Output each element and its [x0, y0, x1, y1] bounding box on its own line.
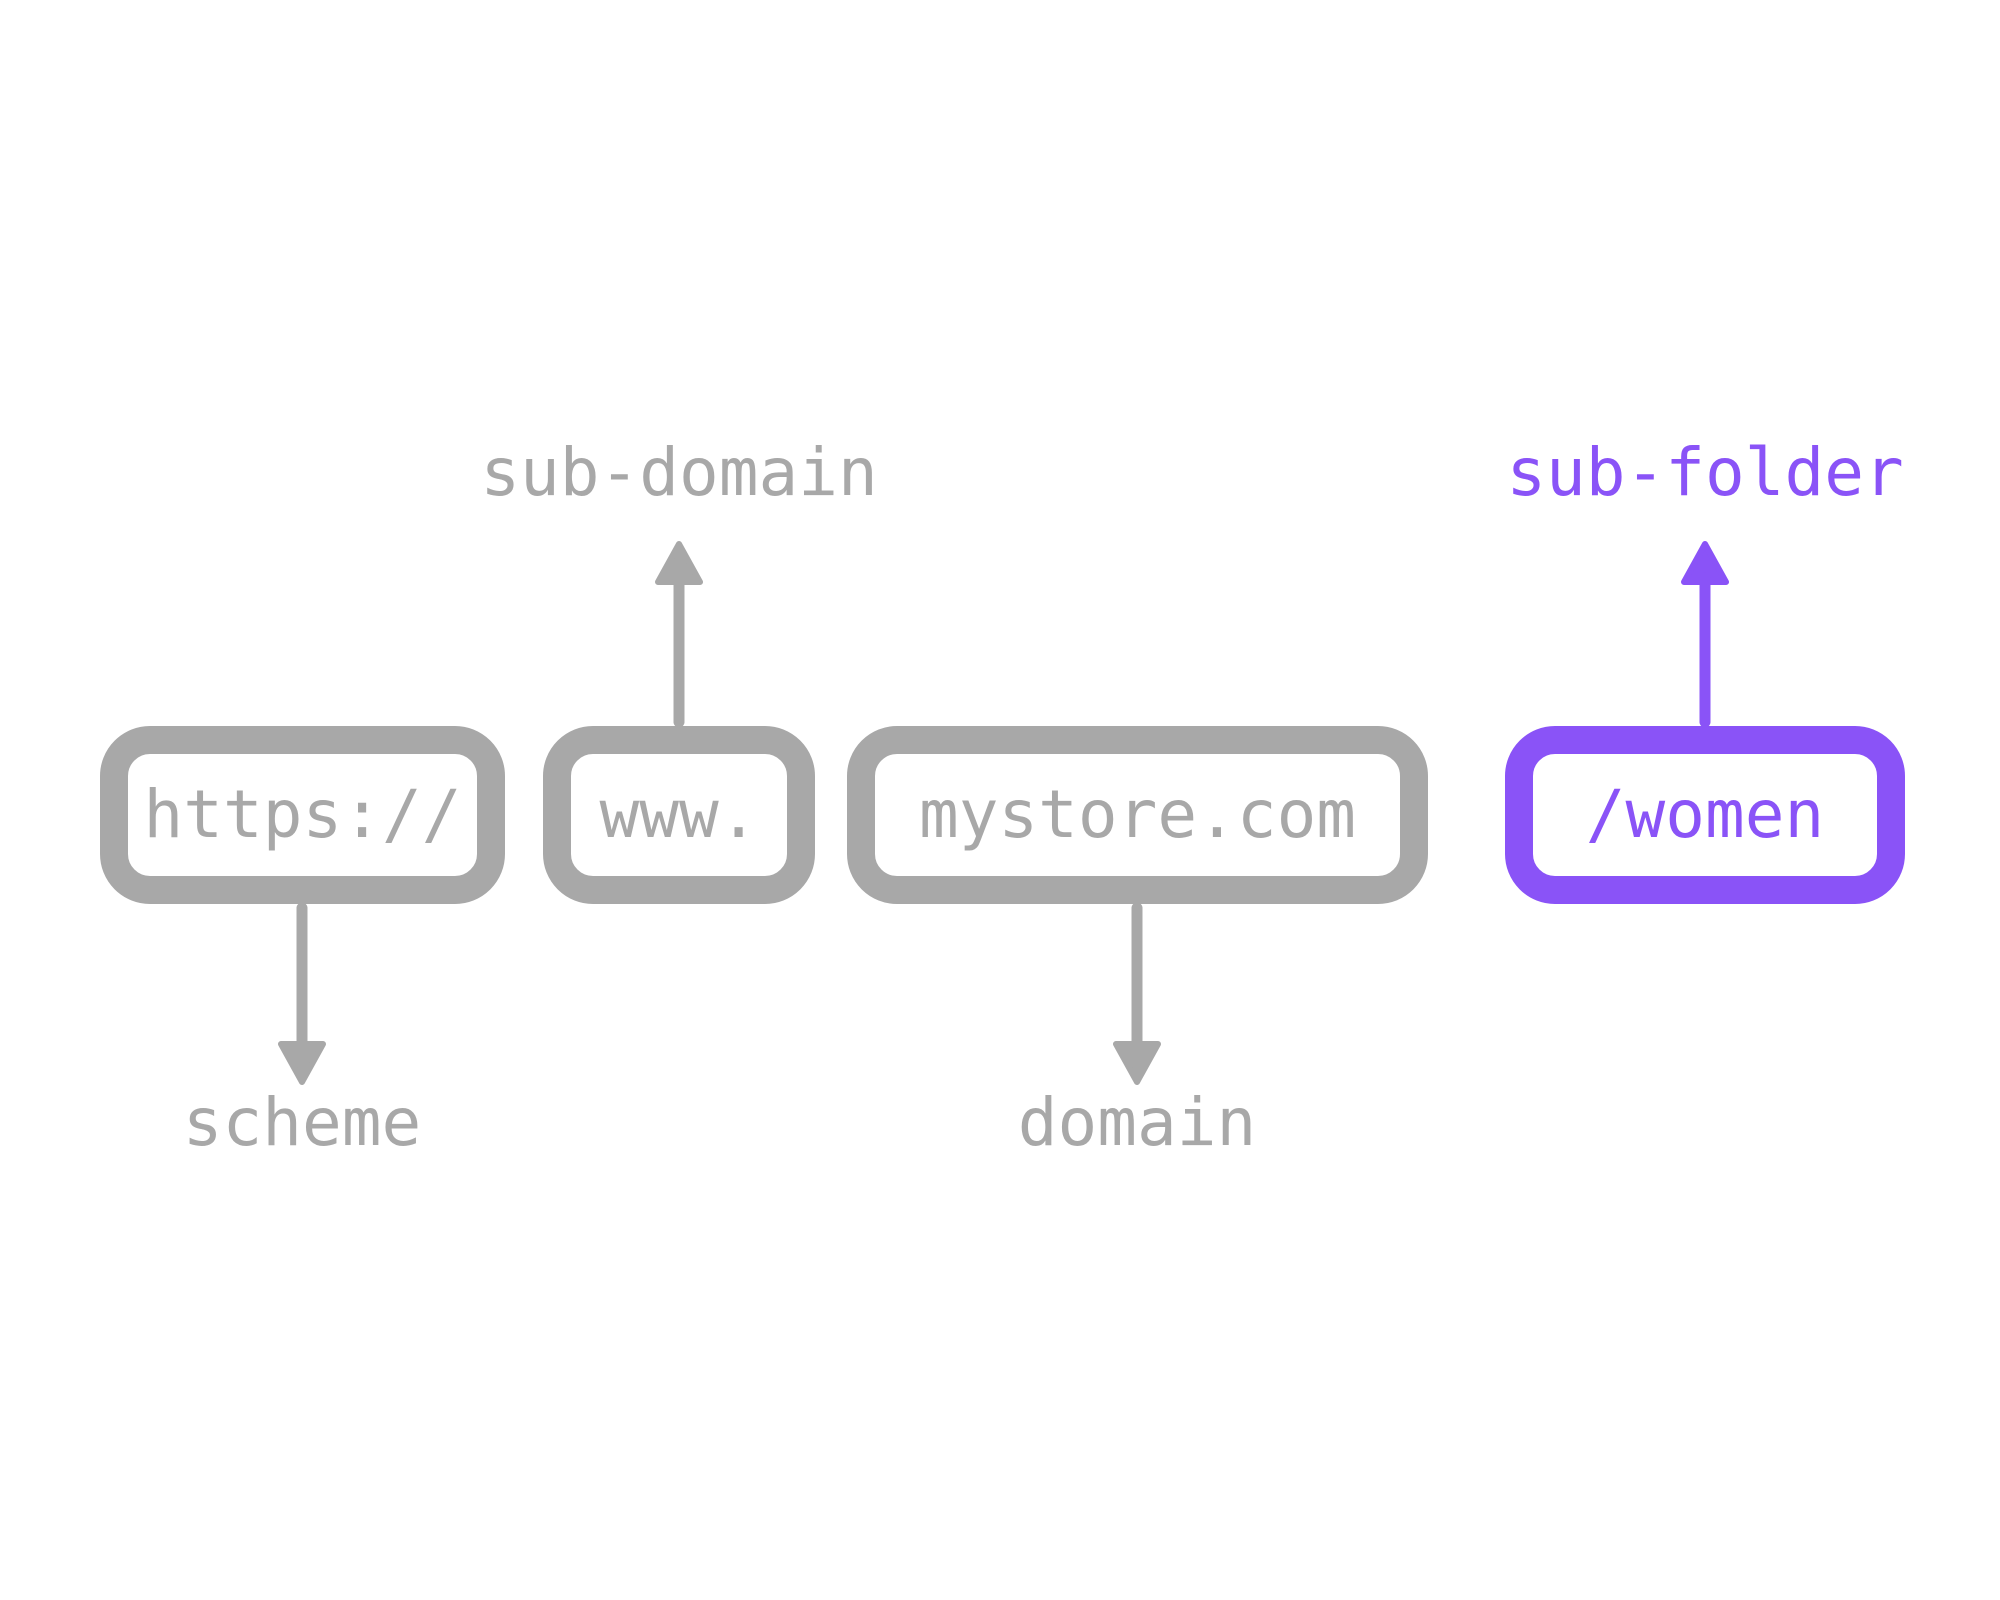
- scheme-label: scheme: [182, 1084, 422, 1161]
- sub-domain-label: sub-domain: [480, 434, 878, 511]
- sub-folder-box: /women: [1505, 726, 1905, 904]
- arrow-down-icon: [278, 904, 326, 1086]
- sub-folder-box-text: /women: [1585, 776, 1825, 853]
- sub-domain-box: www.: [543, 726, 815, 904]
- arrow-up-icon: [655, 540, 703, 726]
- domain-label: domain: [1017, 1084, 1257, 1161]
- arrow-up-icon: [1681, 540, 1729, 726]
- sub-folder-label: sub-folder: [1506, 434, 1904, 511]
- scheme-box: https://: [100, 726, 505, 904]
- sub-domain-box-text: www.: [599, 776, 759, 853]
- domain-box: mystore.com: [847, 726, 1428, 904]
- scheme-box-text: https://: [143, 776, 462, 853]
- arrow-down-icon: [1113, 904, 1161, 1086]
- domain-box-text: mystore.com: [918, 776, 1357, 853]
